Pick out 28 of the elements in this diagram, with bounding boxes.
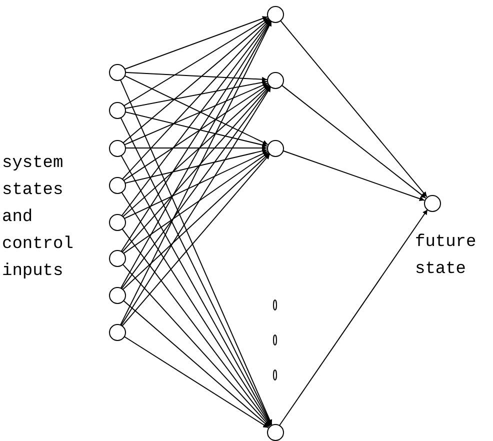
connection-line — [122, 263, 270, 427]
connection-line — [124, 146, 268, 150]
connection-line — [120, 86, 272, 326]
connection-line — [279, 209, 428, 426]
connection-line — [280, 84, 426, 199]
connection-line — [122, 154, 270, 326]
connection-line — [122, 19, 270, 180]
connection-line — [123, 18, 269, 106]
connection-line — [123, 152, 269, 254]
connection-line — [124, 72, 268, 82]
node-caption: future state — [415, 232, 478, 281]
connection-line — [122, 300, 270, 428]
connection-line — [124, 16, 268, 70]
connection-line — [122, 152, 270, 290]
connection-line — [124, 111, 268, 148]
input-caption: system states and control inputs — [2, 153, 74, 283]
connection-line — [124, 80, 268, 109]
connection-line — [282, 150, 425, 202]
connection-line — [280, 20, 428, 198]
connection-line — [122, 18, 270, 144]
connection-line — [121, 20, 271, 216]
connection-line — [123, 84, 269, 182]
connection-line — [124, 148, 268, 184]
connection-line — [122, 85, 270, 253]
connection-line — [124, 150, 268, 220]
connection-line — [121, 86, 271, 290]
connection-line — [122, 84, 270, 218]
connection-line — [123, 336, 269, 428]
